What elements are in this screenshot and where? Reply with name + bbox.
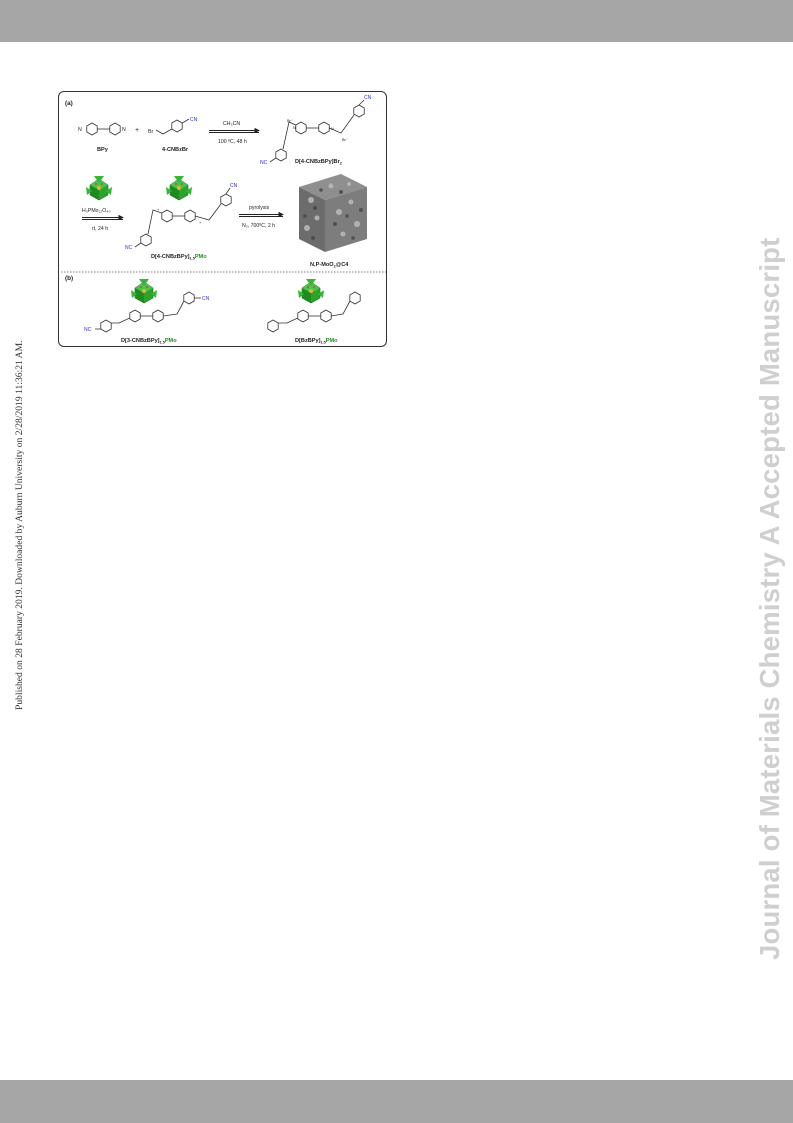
d4-n-plus-2: N [331, 127, 334, 131]
d4-br2-structure: Br⁻ N N Br⁻ CN NC [260, 95, 372, 166]
footer-bar [0, 1080, 793, 1123]
d4-br-minus-2: Br⁻ [342, 138, 348, 142]
bpy-n-right: N [122, 127, 126, 133]
dbz-pmo-structure [267, 278, 361, 333]
porous-carbon-cube-image [299, 174, 367, 252]
plus-sign: + [135, 127, 139, 134]
panel-b-label: (b) [65, 275, 73, 282]
panel-a-label: (a) [65, 100, 73, 107]
d4pmo-cn-top: CN [230, 183, 238, 189]
d3pmo-nc: NC [84, 327, 92, 333]
step3-reagent: pyrolysis [249, 205, 270, 211]
d4-pmo-label: D[4-CNBzBPy]1.5PMo [151, 254, 207, 261]
bpy-label: BPy [97, 147, 109, 153]
watermark-text: Journal of Materials Chemistry A Accepte… [754, 237, 785, 960]
cnbzbr-br: Br [148, 129, 153, 135]
header-bar [0, 0, 793, 42]
step2-conditions: rt, 24 h [92, 226, 108, 232]
accepted-manuscript-watermark: Journal of Materials Chemistry A Accepte… [752, 160, 788, 960]
bpy-structure: N N [78, 122, 126, 136]
scheme-figure: (a) (b) N N BPy + Br CN 4-CNBzBr CH₃CN 1… [58, 91, 387, 347]
product-label: N,P-MoO2@C4 [310, 262, 349, 269]
d4pmo-n-plus-1: + [157, 208, 160, 212]
d4pmo-n-plus-2: + [199, 221, 202, 225]
d4pmo-nc-bottom: NC [125, 245, 133, 251]
step3-conditions: N₂, 700ºC, 2 h [242, 223, 275, 229]
step2-reagent: H₃PMo₁₂O₄₀ [82, 208, 111, 214]
dbz-pmo-label: D[BzBPy]1.5PMo [295, 338, 338, 345]
cnbzbr-structure: Br CN [148, 117, 198, 135]
reaction-scheme: (a) (b) N N BPy + Br CN 4-CNBzBr CH₃CN 1… [61, 95, 386, 345]
step1-reagent: CH₃CN [223, 121, 240, 127]
cnbzbr-label: 4-CNBzBr [162, 147, 189, 153]
d3-pmo-label: D[3-CNBzBPy]1.5PMo [121, 338, 177, 345]
d3pmo-cn: CN [202, 296, 210, 302]
bpy-n-left: N [78, 127, 82, 133]
publication-notice-text: Published on 28 February 2019. Downloade… [14, 340, 25, 710]
d4-pmo-structure: + + CN NC [125, 175, 238, 251]
d4-nc-bottom: NC [260, 160, 268, 166]
d3-pmo-structure: CN NC [84, 278, 210, 333]
d4-br-minus-1: Br⁻ [287, 119, 293, 123]
d4-cn-top: CN [364, 95, 372, 101]
publication-notice: Published on 28 February 2019. Downloade… [4, 300, 25, 720]
d4-br2-label: D[4-CNBzBPy]Br2 [295, 159, 342, 166]
d4-n-plus-1: N [293, 126, 296, 130]
step1-conditions: 100 ºC, 48 h [218, 139, 247, 145]
cnbzbr-cn: CN [190, 117, 198, 123]
polyoxometalate-cluster-reagent [85, 175, 113, 201]
